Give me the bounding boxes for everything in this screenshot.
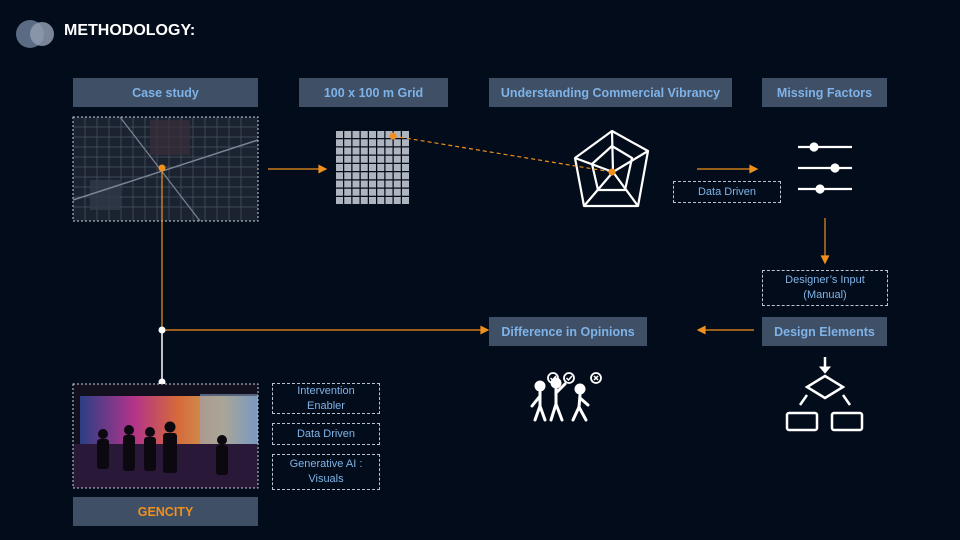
flowchart-icon [785,357,864,432]
people-opinions-icon [530,372,602,422]
data-driven-label-top: Data Driven [673,181,781,203]
design-elements-header: Design Elements [762,317,887,346]
gencity-photo-image [72,383,259,489]
enabler-text: Enabler [307,399,345,412]
logo-icon [16,20,54,48]
manual-text: (Manual) [803,289,847,301]
grid-to-radar-dashed-line [392,135,613,173]
data-driven-text: Data Driven [697,185,757,198]
intervention-enabler-label: Intervention Enabler [272,383,380,414]
intervention-text: Intervention [297,384,355,397]
data-driven-label-bottom: Data Driven [272,423,380,445]
generative-ai-label: Generative AI : Visuals [272,454,380,490]
visuals-text: Visuals [308,473,344,485]
sliders-icon [798,142,852,194]
vibrancy-header: Understanding Commercial Vibrancy [489,78,732,107]
difference-in-opinions-header: Difference in Opinions [489,317,647,346]
case-study-map-image [72,116,259,222]
generative-ai-text: Generative AI : [289,458,363,470]
page-title: METHODOLOGY: [64,22,196,39]
data-driven-bottom-text: Data Driven [296,427,356,440]
grid-header: 100 x 100 m Grid [299,78,448,107]
case-study-header: Case study [73,78,258,107]
designers-input-label: Designer’s Input (Manual) [762,270,888,306]
missing-factors-header: Missing Factors [762,78,887,107]
gencity-header: GENCITY [73,497,258,526]
designers-input-text: Designer’s Input [785,274,865,286]
radar-chart-icon [573,129,650,208]
grid-icon [336,131,409,204]
